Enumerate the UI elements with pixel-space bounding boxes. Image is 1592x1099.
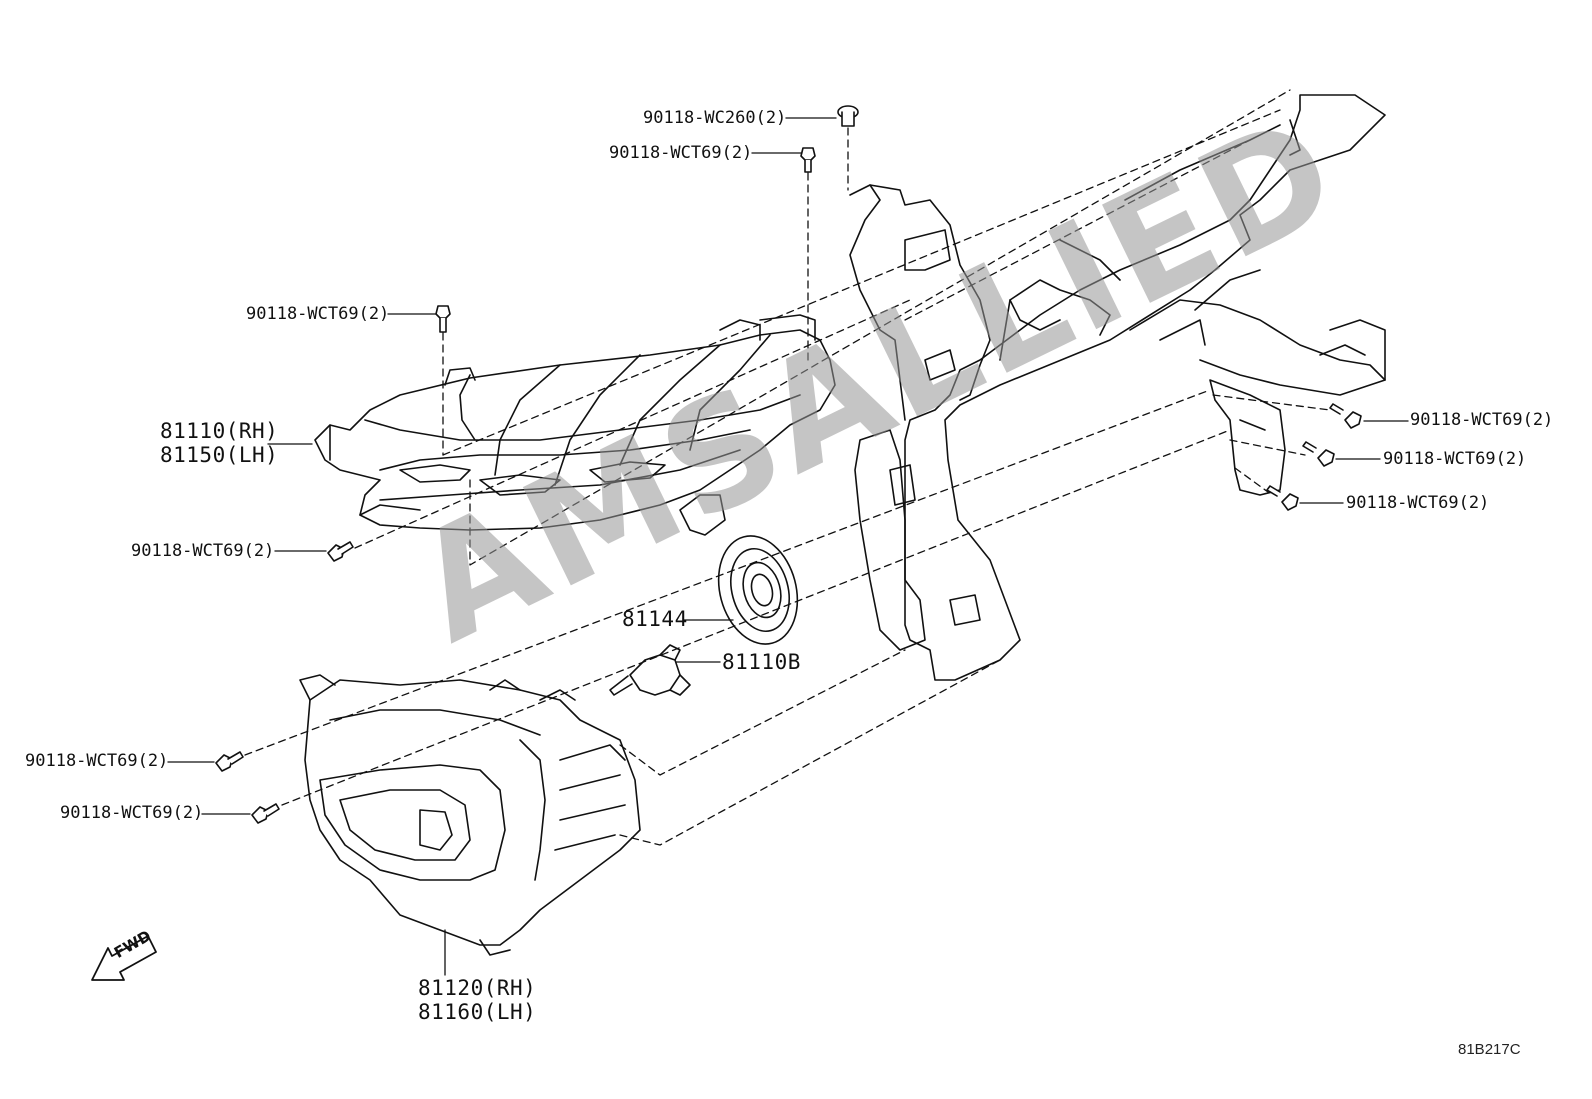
bolt-icon-right-3 xyxy=(1266,485,1299,511)
bolt-icon-foglamp-2 xyxy=(251,803,280,824)
bolt-icon-headlamp-bottom xyxy=(327,541,354,562)
bolt-icon-top-center xyxy=(800,147,816,173)
bolt-icons xyxy=(215,105,1362,824)
drawing-code: 81B217C xyxy=(1458,1041,1521,1058)
label-bolt-right-1: 90118-WCT69(2) xyxy=(1410,410,1554,430)
label-foglamp-lh: 81160(LH) xyxy=(418,1000,537,1024)
label-bolt-foglamp-1: 90118-WCT69(2) xyxy=(25,751,169,771)
bolt-icon-right-1 xyxy=(1329,403,1362,429)
bulb-part xyxy=(609,644,691,696)
cap-part xyxy=(717,535,799,645)
label-bolt-headlamp-bottom: 90118-WCT69(2) xyxy=(131,541,275,561)
label-cap: 81144 xyxy=(622,607,688,631)
bolt-icon-foglamp-1 xyxy=(215,751,244,772)
label-headlamp-lh: 81150(LH) xyxy=(160,443,279,467)
bolt-icon-right-2 xyxy=(1302,441,1335,467)
bolt-icon-headlamp-top xyxy=(435,305,451,333)
radiator-support-frame xyxy=(849,94,1386,681)
bolt-icon-wc260-top xyxy=(837,105,859,127)
label-bolt-right-2: 90118-WCT69(2) xyxy=(1383,449,1527,469)
label-bolt-foglamp-2: 90118-WCT69(2) xyxy=(60,803,204,823)
label-bolt-headlamp-top: 90118-WCT69(2) xyxy=(246,304,390,324)
label-foglamp-rh: 81120(RH) xyxy=(418,976,537,1000)
dashed-alignment-lines xyxy=(244,89,1331,846)
fwd-arrow-icon xyxy=(91,935,157,981)
label-bulb: 81110B xyxy=(722,650,801,674)
label-bolt-right-3: 90118-WCT69(2) xyxy=(1346,493,1490,513)
label-bolt-wc260-top: 90118-WC260(2) xyxy=(643,108,787,128)
label-headlamp-rh: 81110(RH) xyxy=(160,419,279,443)
foglamp-assembly xyxy=(299,674,641,956)
label-bolt-top-center: 90118-WCT69(2) xyxy=(609,143,753,163)
headlamp-assembly xyxy=(314,314,836,536)
leader-lines xyxy=(167,117,1409,976)
